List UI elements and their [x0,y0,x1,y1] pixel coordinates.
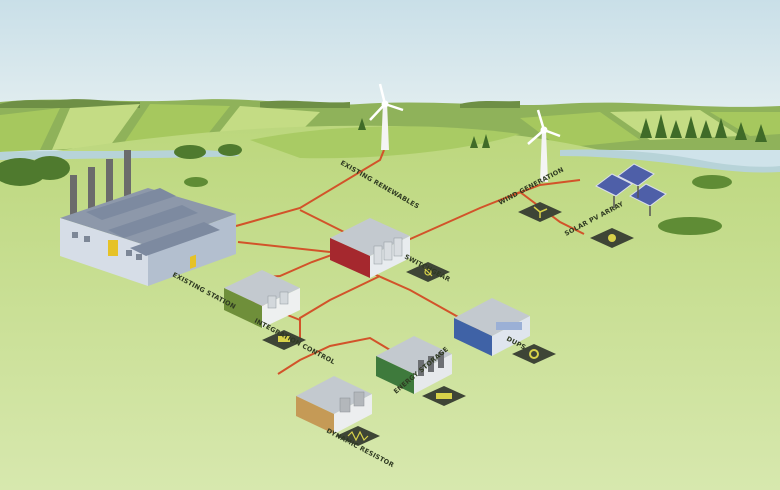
field-stripes-left [0,108,60,152]
dynamic-resistor-container [296,376,372,434]
river-right [560,149,780,173]
switch-icon [406,262,450,282]
wind-turbine-new [527,109,561,182]
sun-icon [590,228,634,248]
sky [0,0,780,120]
integration-control-container [224,270,300,328]
wind-turbine-icon [518,202,562,222]
tree-cluster-right [358,114,767,148]
gear-icon [512,344,556,364]
solar-pv-array [595,163,667,216]
switchgear-container [330,218,410,278]
wind-turbine-existing [369,83,404,150]
resistor-icon [336,426,380,446]
existing-station-factory [60,150,236,286]
dups-container [454,298,530,356]
tree-cluster-left [0,144,242,186]
laptop-icon [262,330,306,350]
field-stripes-left-2 [52,104,140,150]
energy-storage-container [376,336,452,394]
main-hill [0,125,780,490]
field-stripes-right [520,112,640,148]
bushes [184,175,732,235]
battery-icon [422,386,466,406]
